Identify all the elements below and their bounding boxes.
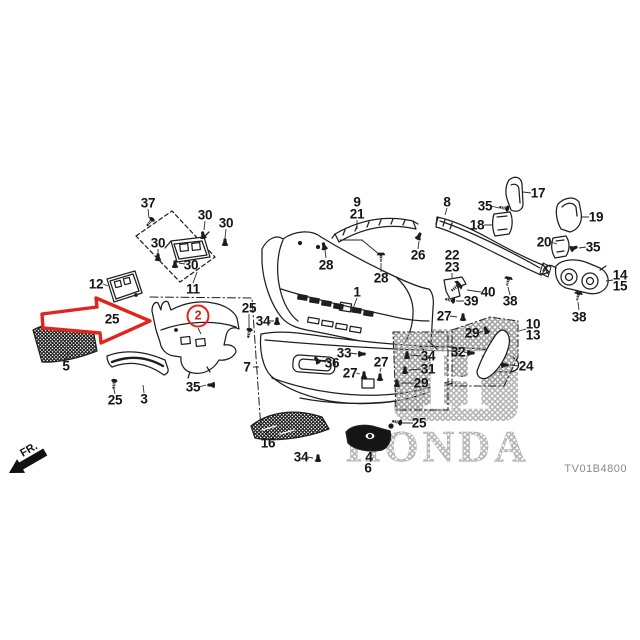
part-bumper-beam: [435, 216, 552, 278]
part-number-label[interactable]: 12: [88, 276, 104, 292]
part-number-label[interactable]: 26: [410, 247, 426, 263]
part-number-label[interactable]: 35: [585, 239, 601, 255]
part-number-label[interactable]: 33: [336, 345, 352, 361]
part-number-label[interactable]: 38: [502, 293, 518, 309]
diagram-code: TV01B4800: [564, 463, 627, 475]
part-number-label[interactable]: 28: [318, 257, 334, 273]
part-number-label[interactable]: 21: [349, 206, 365, 222]
part-number-label[interactable]: 29: [464, 325, 480, 341]
part-number-label[interactable]: 5: [62, 358, 70, 374]
highlighted-part-number[interactable]: 2: [186, 304, 210, 328]
watermark-monogram: H: [422, 332, 490, 429]
part-number-label[interactable]: 35: [185, 379, 201, 395]
part-number-label[interactable]: 24: [518, 358, 534, 374]
part-number-label[interactable]: 30: [150, 235, 166, 251]
part-number-label[interactable]: 1: [353, 284, 361, 300]
part-number-label[interactable]: 30: [183, 257, 199, 273]
fr-direction-arrow: FR.: [8, 440, 48, 473]
part-number-label[interactable]: 19: [588, 209, 604, 225]
part-number-label[interactable]: 13: [525, 327, 541, 343]
part-number-label[interactable]: 38: [571, 309, 587, 325]
part-number-label[interactable]: 16: [260, 435, 276, 451]
part-number-label[interactable]: 29: [413, 375, 429, 391]
part-license-plate: [106, 270, 143, 303]
part-number-label[interactable]: 27: [436, 308, 452, 324]
part-number-label[interactable]: 31: [420, 361, 436, 377]
part-number-label[interactable]: 30: [197, 207, 213, 223]
part-number-label[interactable]: 34: [293, 449, 309, 465]
part-number-label[interactable]: 4: [365, 449, 373, 465]
part-number-label[interactable]: 6: [364, 460, 372, 476]
part-number-label[interactable]: 10: [525, 316, 541, 332]
part-number-label[interactable]: 9: [353, 194, 361, 210]
part-number-label[interactable]: 35: [477, 198, 493, 214]
part-number-label[interactable]: 34: [255, 313, 271, 329]
part-number-label[interactable]: 14: [612, 267, 628, 283]
part-bumper-face: [261, 231, 434, 353]
part-number-label[interactable]: 22: [444, 247, 460, 263]
leader-lines: [65, 191, 614, 459]
part-number-label[interactable]: 23: [444, 259, 460, 275]
part-number-label[interactable]: 36: [324, 355, 340, 371]
part-upper-beam: [331, 217, 419, 256]
part-number-label[interactable]: 7: [243, 359, 251, 375]
part-number-label[interactable]: 3: [140, 391, 148, 407]
part-number-label[interactable]: 11: [186, 281, 200, 297]
part-number-label[interactable]: 37: [140, 195, 156, 211]
part-fog-lamp: [542, 259, 609, 295]
part-number-label[interactable]: 8: [443, 194, 451, 210]
part-bumper-center-cover: [151, 300, 240, 379]
highlight-arrow: [40, 296, 152, 345]
part-number-label[interactable]: 15: [612, 278, 628, 294]
part-number-label[interactable]: 32: [450, 344, 466, 360]
part-number-label[interactable]: 17: [530, 185, 546, 201]
part-number-label[interactable]: 20: [536, 234, 552, 250]
part-number-label[interactable]: 27: [342, 365, 358, 381]
part-number-label[interactable]: 25: [107, 392, 123, 408]
part-number-label[interactable]: 28: [373, 270, 389, 286]
part-side-spat: [476, 329, 510, 380]
part-number-label[interactable]: 25: [411, 415, 427, 431]
part-lower-garnish: [250, 411, 330, 441]
part-lower-molding: [106, 351, 169, 376]
part-side-brackets: [443, 176, 583, 300]
part-number-label[interactable]: 25: [104, 311, 120, 327]
part-number-label[interactable]: 25: [241, 300, 257, 316]
part-fog-garnish: [345, 423, 394, 452]
part-number-label[interactable]: 30: [218, 215, 234, 231]
part-number-label[interactable]: 34: [420, 348, 436, 364]
part-number-label[interactable]: 39: [463, 293, 479, 309]
part-number-label[interactable]: 27: [373, 354, 389, 370]
part-number-label[interactable]: 18: [469, 217, 485, 233]
part-number-label[interactable]: 40: [480, 284, 496, 300]
part-license-bracket: [135, 210, 216, 283]
